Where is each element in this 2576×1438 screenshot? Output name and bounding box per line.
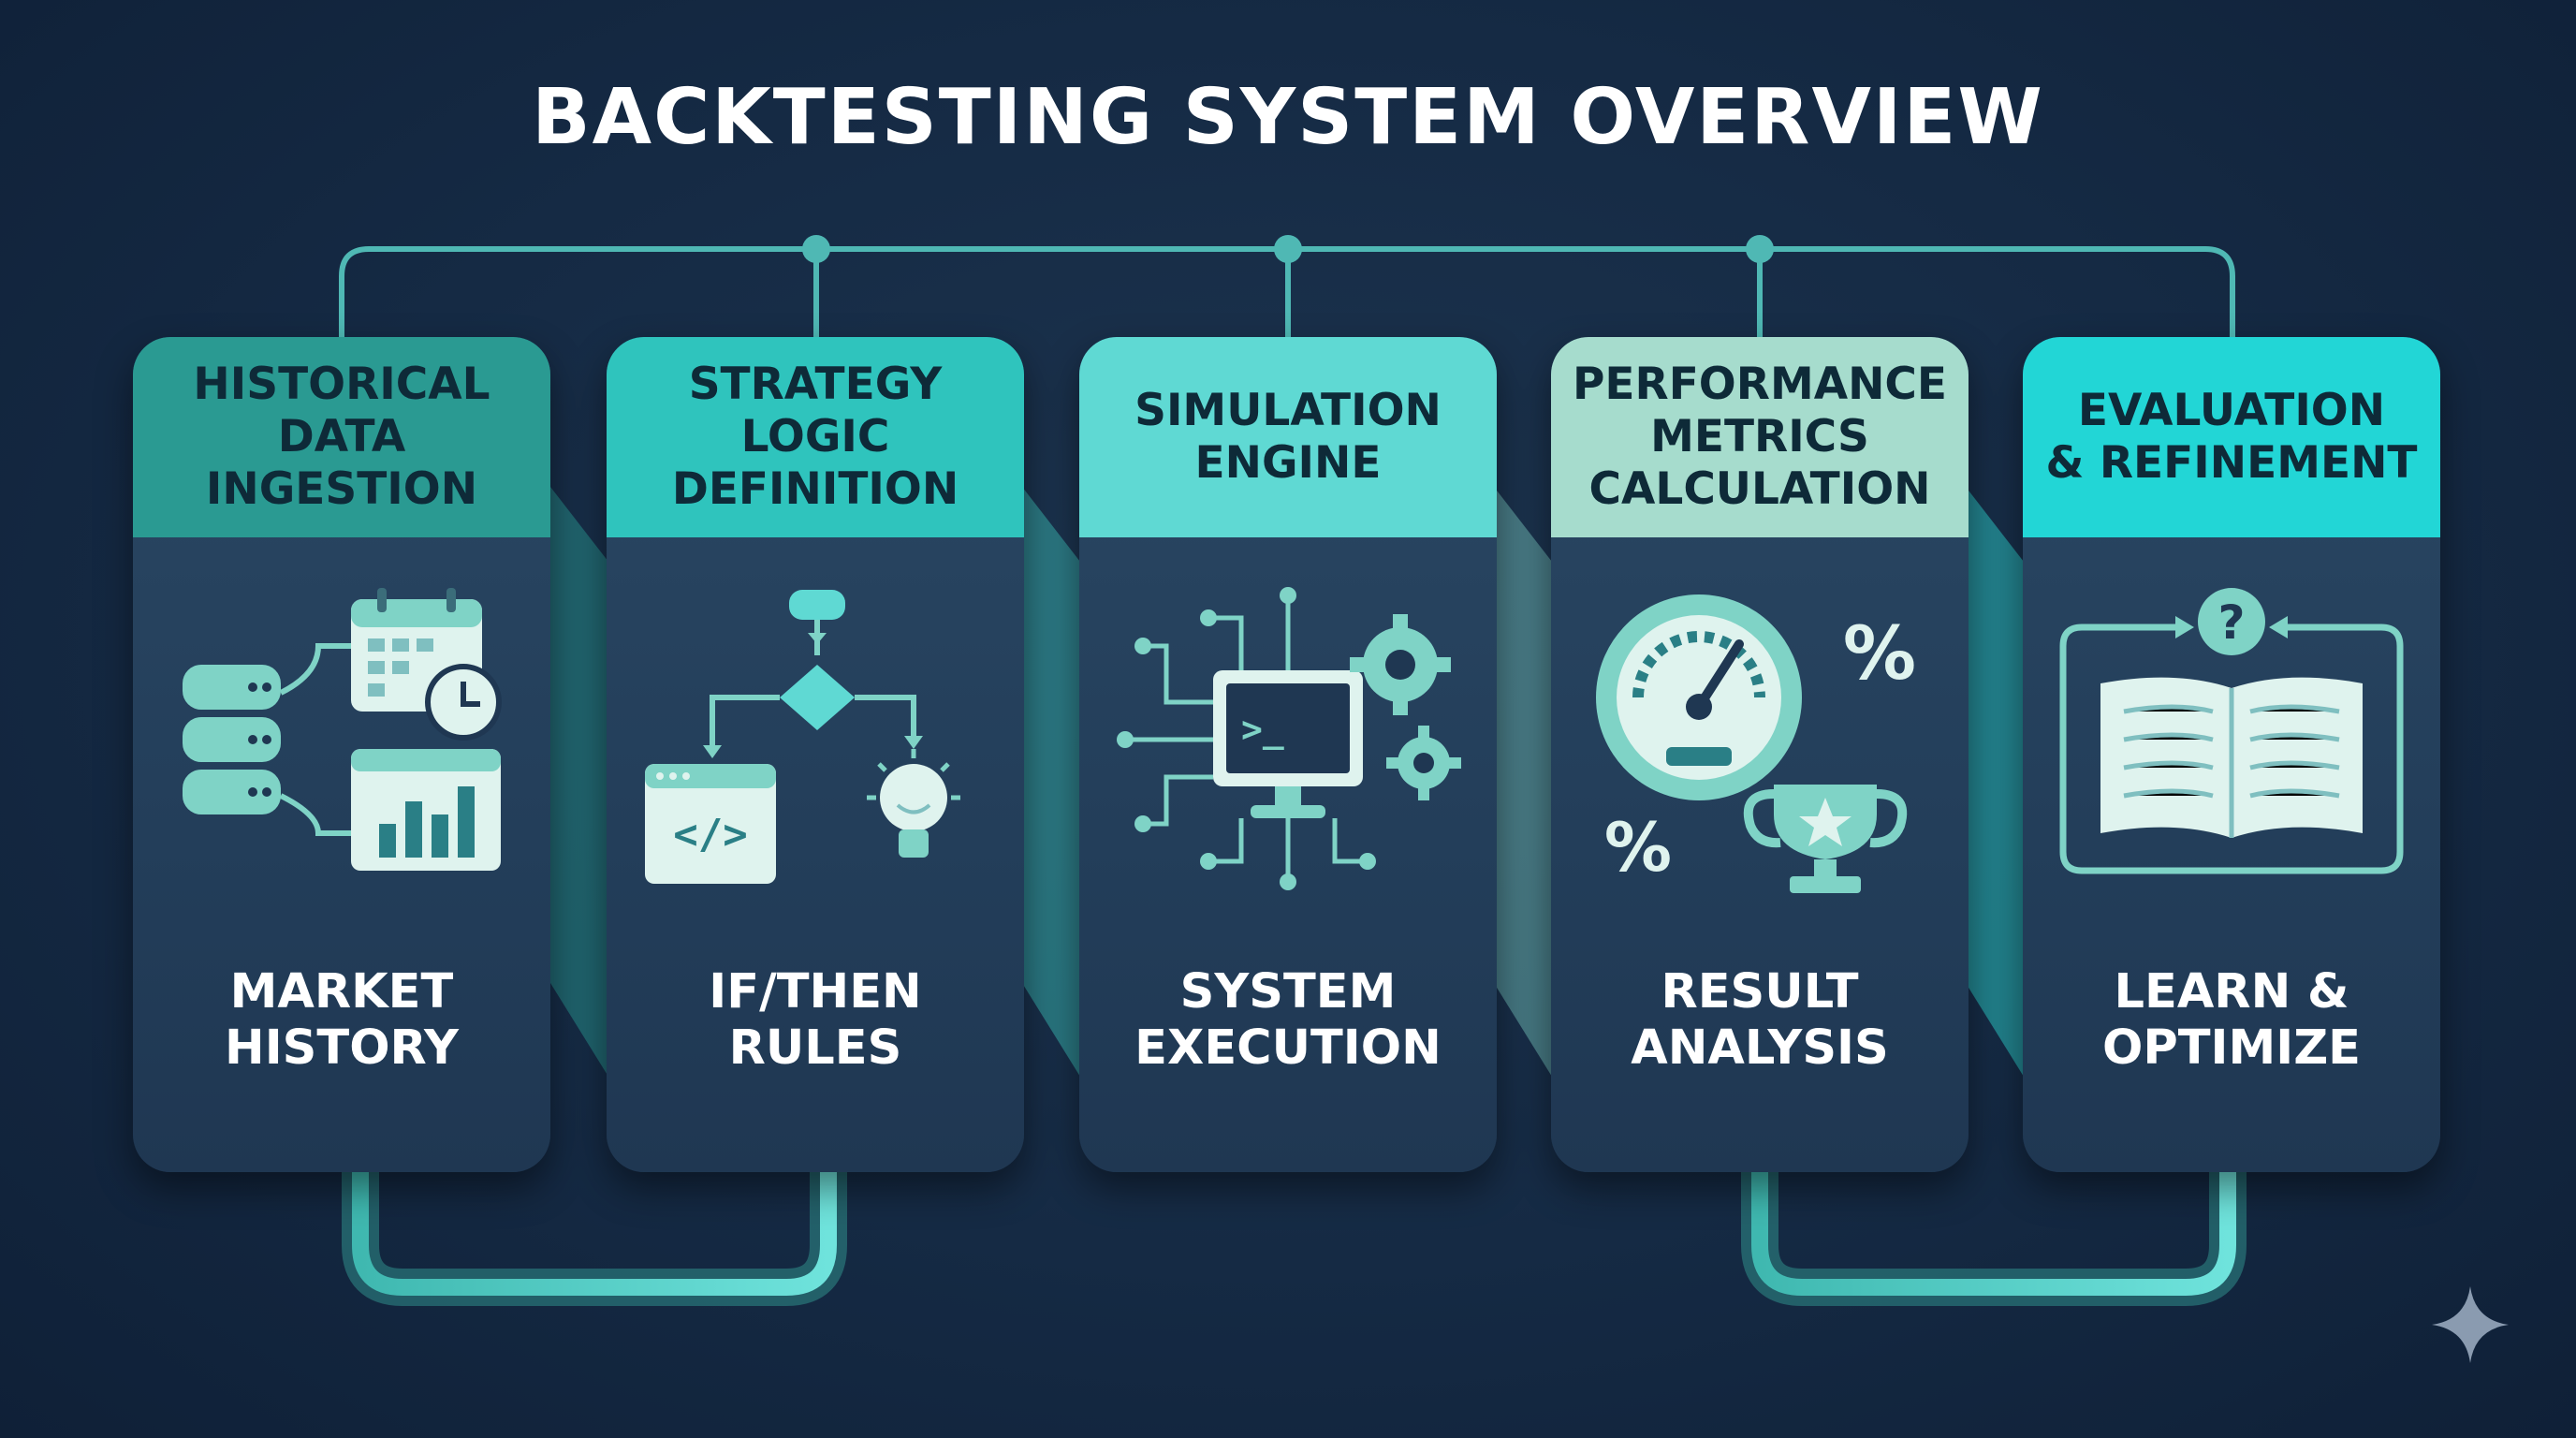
connector-node [1746,235,1774,263]
card-footer: RESULT ANALYSIS [1631,964,1889,1076]
card-footer: LEARN & OPTIMIZE [2101,964,2362,1076]
card-header: HISTORICAL DATA INGESTION [133,337,550,537]
card-historical-data-ingestion: HISTORICAL DATA INGESTION MARKET HISTORY [133,337,550,1172]
connector-node [1274,235,1302,263]
card-header: EVALUATION & REFINEMENT [2023,337,2440,537]
card-header: PERFORMANCE METRICS CALCULATION [1551,337,1969,537]
book-question-cycle-icon: ? [2059,588,2404,874]
bottom-loop-right [1741,1123,2247,1306]
card-footer: MARKET HISTORY [225,964,459,1076]
svg-text:>_: >_ [1241,709,1284,750]
svg-text:%: % [1604,808,1672,887]
svg-text:</>: </> [673,811,747,858]
card-evaluation-refinement: EVALUATION & REFINEMENT ? LEARN & OPTIMI… [2023,337,2440,1172]
database-calendar-chart-icon [183,588,502,871]
card-footer: IF/THEN RULES [709,964,922,1076]
card-performance-metrics-calculation: PERFORMANCE METRICS CALCULATION % % RESU… [1551,337,1969,1172]
svg-text:?: ? [2217,595,2245,650]
card-chevrons [550,487,2024,1077]
svg-text:%: % [1843,612,1916,697]
flowchart-code-lightbulb-icon: </> [645,590,960,884]
sparkle-icon [2432,1286,2509,1363]
page-title: BACKTESTING SYSTEM OVERVIEW [532,73,2044,162]
card-header: STRATEGY LOGIC DEFINITION [607,337,1024,537]
card-strategy-logic-definition: STRATEGY LOGIC DEFINITION </> IF/THEN RU… [607,337,1024,1172]
bottom-loop-left [342,1123,847,1306]
connector-node [802,235,830,263]
card-simulation-engine: SIMULATION ENGINE >_ SYSTEM EXECUTION [1079,337,1497,1172]
gauge-trophy-percent-icon: % % [1596,594,1916,893]
card-footer: SYSTEM EXECUTION [1134,964,1442,1076]
card-header: SIMULATION ENGINE [1079,337,1497,537]
computer-terminal-gears-icon: >_ [1117,587,1461,890]
